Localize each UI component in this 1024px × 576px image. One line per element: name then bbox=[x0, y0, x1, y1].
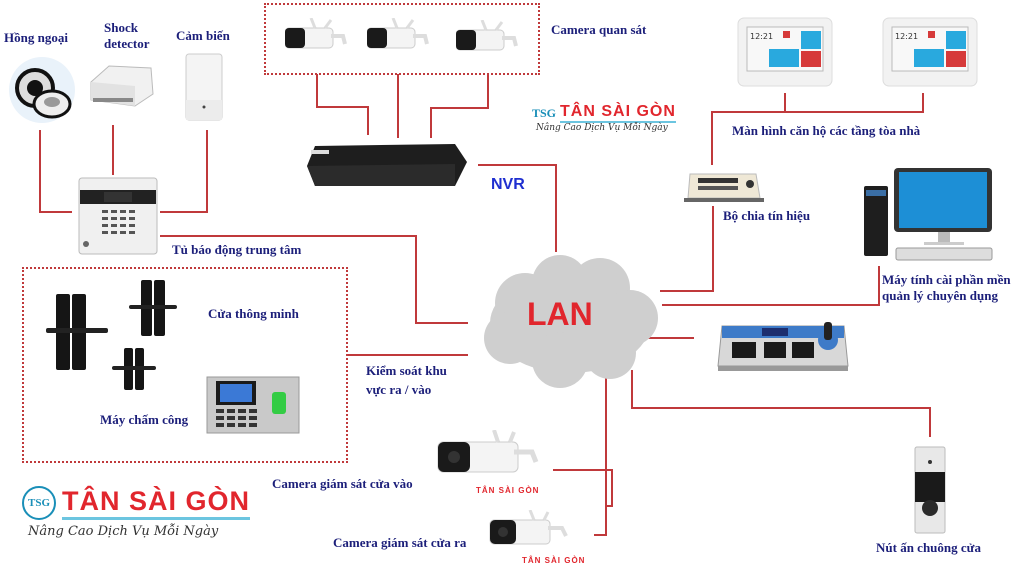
monitor-2-time: 12:21 bbox=[895, 32, 918, 41]
smart-lock-3-icon bbox=[112, 348, 156, 390]
watermark-brand: TÂN SÀI GÒN bbox=[476, 486, 540, 495]
lan-cloud-icon bbox=[484, 255, 658, 388]
wire-doorbell bbox=[631, 370, 931, 437]
surveillance-cameras-label: Camera quan sát bbox=[551, 22, 647, 37]
smart-door-label: Cửa thông minh bbox=[208, 306, 299, 321]
logo-slogan-large: Nâng Cao Dịch Vụ Mỗi Ngày bbox=[28, 524, 219, 539]
shock-detector-icon bbox=[90, 65, 154, 107]
surveillance-camera-group bbox=[264, 3, 540, 75]
apartment-monitor-1-icon: 12:21 bbox=[737, 17, 833, 87]
apartment-monitor-2-icon: 12:21 bbox=[882, 17, 978, 87]
sensor-label: Cảm biến bbox=[176, 28, 230, 43]
camera-2-icon bbox=[367, 18, 429, 49]
wire-entrance-cam bbox=[553, 469, 613, 507]
wire-pc-lan bbox=[662, 266, 880, 306]
logo-monogram-large: TSG bbox=[22, 486, 56, 520]
alarm-panel-label: Tủ báo động trung tâm bbox=[172, 242, 302, 257]
ptz-keyboard-icon bbox=[717, 322, 849, 371]
logo-brand: TÂN SÀI GÒN bbox=[560, 103, 676, 123]
management-pc-icon bbox=[864, 168, 993, 261]
smart-lock-1-icon bbox=[46, 294, 108, 370]
entrance-camera-watermark: TÂN SÀI GÒN bbox=[476, 480, 539, 498]
access-control-group bbox=[22, 267, 348, 463]
watermark-brand-2: TÂN SÀI GÒN bbox=[522, 556, 586, 565]
monitor-1-time: 12:21 bbox=[750, 32, 773, 41]
time-attendance-device-icon bbox=[206, 376, 300, 434]
wire-monitors bbox=[711, 93, 786, 165]
wire-alarm-lan bbox=[160, 235, 468, 324]
wire-infrared bbox=[39, 130, 72, 213]
infrared-label: Hồng ngoại bbox=[4, 30, 68, 45]
access-control-label: Kiểm soát khu vực ra / vào bbox=[366, 363, 447, 397]
sensor-device-icon bbox=[185, 53, 223, 121]
exit-camera-watermark: TÂN SÀI GÒN bbox=[522, 550, 585, 568]
doorbell-label: Nút ấn chuông cửa bbox=[876, 540, 981, 555]
entrance-camera-label: Camera giám sát cửa vào bbox=[272, 476, 413, 491]
entrance-camera-icon bbox=[437, 430, 539, 473]
brand-logo-large: TSG TÂN SÀI GÒN Nâng Cao Dịch Vụ Mỗi Ngà… bbox=[22, 486, 254, 539]
logo-slogan: Nâng Cao Dịch Vụ Mỗi Ngày bbox=[536, 123, 668, 133]
apartment-monitors-label: Màn hình căn hộ các tầng tòa nhà bbox=[732, 123, 921, 138]
doorbell-icon bbox=[914, 446, 946, 534]
infrared-sensor-icon bbox=[9, 57, 75, 123]
signal-splitter-label: Bộ chia tín hiệu bbox=[723, 208, 811, 223]
smart-lock-2-icon bbox=[129, 280, 177, 336]
camera-1-icon bbox=[285, 18, 347, 49]
shock-detector-label: Shock detector bbox=[104, 20, 150, 51]
nvr-device-icon bbox=[307, 144, 467, 186]
exit-camera-label: Camera giám sát cửa ra bbox=[333, 535, 467, 550]
management-pc-label: Máy tính cài phần mền quản lý chuyên dụn… bbox=[882, 272, 1011, 303]
wire-exit-cam bbox=[594, 503, 607, 536]
logo-monogram: TSG bbox=[532, 105, 557, 120]
wire-sensor bbox=[160, 130, 208, 213]
camera-3-icon bbox=[456, 20, 518, 51]
logo-brand-large: TÂN SÀI GÒN bbox=[62, 486, 251, 520]
wire-cam3 bbox=[430, 74, 489, 138]
nvr-label: NVR bbox=[491, 176, 525, 193]
wire-nvr-lan bbox=[478, 164, 557, 252]
alarm-panel-icon bbox=[78, 177, 158, 255]
exit-camera-icon bbox=[489, 510, 568, 545]
wire-cam1 bbox=[316, 74, 369, 135]
wire-monitor2 bbox=[785, 93, 924, 113]
signal-splitter-icon bbox=[684, 173, 764, 202]
time-attendance-label: Máy chấm công bbox=[100, 412, 189, 427]
lan-label: LAN bbox=[527, 296, 593, 332]
brand-logo-small: TSG TÂN SÀI GÒN Nâng Cao Dịch Vụ Mỗi Ngà… bbox=[532, 103, 676, 133]
wire-splitter-lan bbox=[660, 206, 714, 292]
